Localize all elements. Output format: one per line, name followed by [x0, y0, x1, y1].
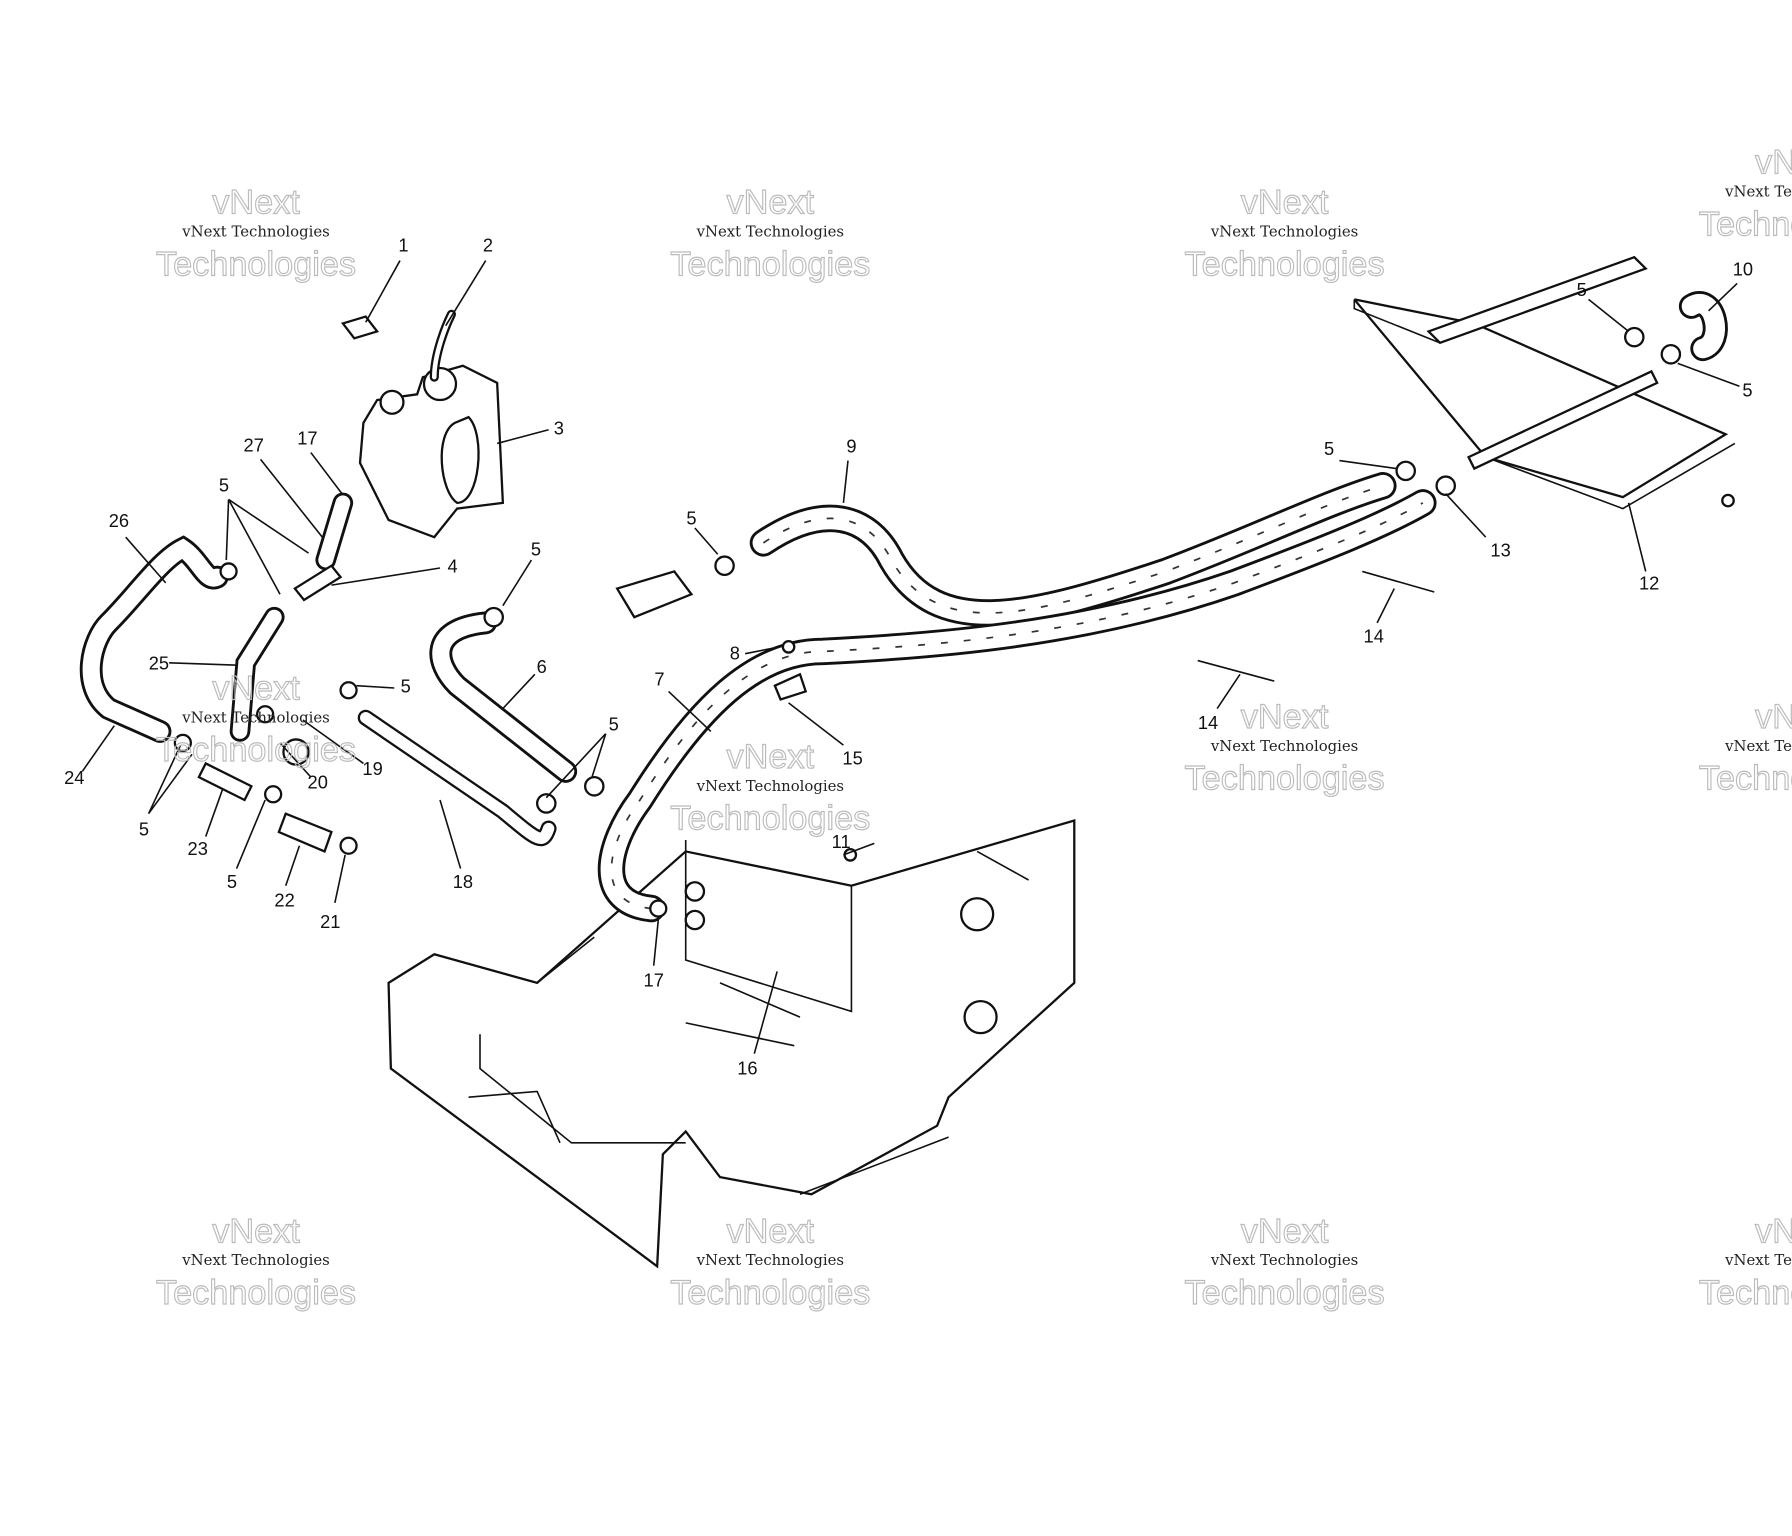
callout: 5 — [531, 538, 541, 559]
watermark-text: vNext Technologies — [181, 223, 329, 241]
callout: 14 — [1364, 625, 1384, 646]
callout: 5 — [609, 713, 619, 734]
callout: 5 — [1577, 279, 1587, 300]
callout: 14 — [1198, 712, 1218, 733]
watermark-text: vNext Technologies — [1724, 737, 1792, 755]
watermark-text: Technologies — [1185, 760, 1385, 798]
callout: 4 — [447, 556, 457, 577]
watermark-text: vNext — [726, 1212, 814, 1250]
watermark-text: Technologies — [1185, 245, 1385, 283]
watermark-text: Technologies — [1699, 205, 1792, 243]
callout: 5 — [219, 474, 229, 495]
watermark-text: Technologies — [670, 800, 870, 838]
leader-lines — [81, 260, 1740, 1054]
watermark-text: vNext — [1755, 1212, 1792, 1250]
callout: 17 — [644, 969, 664, 990]
watermark-text: Technologies — [670, 1274, 870, 1312]
watermark-text: vNext Technologies — [1210, 1251, 1358, 1269]
watermark-text: Technologies — [1699, 1274, 1792, 1312]
callout: 21 — [320, 911, 340, 932]
watermark-text: vNext Technologies — [181, 1251, 329, 1269]
watermark-text: Technologies — [1699, 760, 1792, 798]
callout: 13 — [1490, 540, 1510, 561]
callout: 19 — [362, 758, 382, 779]
callout: 22 — [274, 889, 294, 910]
watermark-text: vNext Technologies — [696, 223, 844, 241]
watermark-text: vNext — [726, 738, 814, 776]
callouts: 1 2 3 17 27 5 26 4 25 5 24 5 23 20 19 5 … — [64, 234, 1753, 1078]
watermark-text: vNext Technologies — [1724, 1251, 1792, 1269]
watermark-text: Technologies — [670, 245, 870, 283]
watermark-text: vNext Technologies — [1210, 737, 1358, 755]
watermark-text: vNext Technologies — [1724, 183, 1792, 201]
watermark-text: vNext — [1241, 1212, 1329, 1250]
callout: 16 — [737, 1057, 757, 1078]
callout: 7 — [654, 669, 664, 690]
callout: 5 — [1324, 438, 1334, 459]
callout: 26 — [109, 510, 129, 531]
watermark-text: vNext — [212, 1212, 300, 1250]
callout: 1 — [398, 234, 408, 255]
belly-pan — [387, 819, 1076, 1269]
watermark-text: vNext — [726, 184, 814, 222]
watermark-text: Technologies — [156, 731, 356, 769]
watermark-text: vNext — [212, 669, 300, 707]
watermark-text: vNext — [212, 184, 300, 222]
callout: 12 — [1639, 573, 1659, 594]
watermark-text: vNext Technologies — [696, 777, 844, 795]
watermark-text: vNext — [1241, 184, 1329, 222]
watermark-text: vNext — [1755, 144, 1792, 182]
callout: 17 — [297, 428, 317, 449]
watermark-text: Technologies — [156, 1274, 356, 1312]
watermark-text: vNext — [1755, 698, 1792, 736]
callout: 5 — [227, 871, 237, 892]
callout: 27 — [244, 434, 264, 455]
callout: 5 — [1742, 380, 1752, 401]
watermark-text: vNext Technologies — [181, 708, 329, 726]
callout: 2 — [483, 234, 493, 255]
coolant-tank — [340, 309, 505, 539]
callout: 10 — [1733, 258, 1753, 279]
callout: 5 — [401, 676, 411, 697]
watermark-text: vNext — [1241, 698, 1329, 736]
callout: 8 — [730, 642, 740, 663]
callout: 5 — [139, 818, 149, 839]
callout: 20 — [308, 772, 328, 793]
small-parts — [173, 326, 1735, 918]
callout: 6 — [537, 656, 547, 677]
watermark-text: vNext Technologies — [696, 1251, 844, 1269]
watermark-text: Technologies — [1185, 1274, 1385, 1312]
hoses — [79, 291, 1728, 923]
callout: 3 — [554, 417, 564, 438]
callout: 18 — [453, 871, 473, 892]
callout: 25 — [149, 653, 169, 674]
watermark-text: Technologies — [156, 245, 356, 283]
watermark-text: vNext Technologies — [1210, 223, 1358, 241]
callout: 9 — [846, 436, 856, 457]
callout: 24 — [64, 767, 84, 788]
heat-exchanger — [1353, 255, 1736, 510]
callout: 23 — [188, 838, 208, 859]
callout: 11 — [832, 831, 851, 852]
callout: 5 — [686, 508, 696, 529]
callout: 15 — [842, 748, 862, 769]
